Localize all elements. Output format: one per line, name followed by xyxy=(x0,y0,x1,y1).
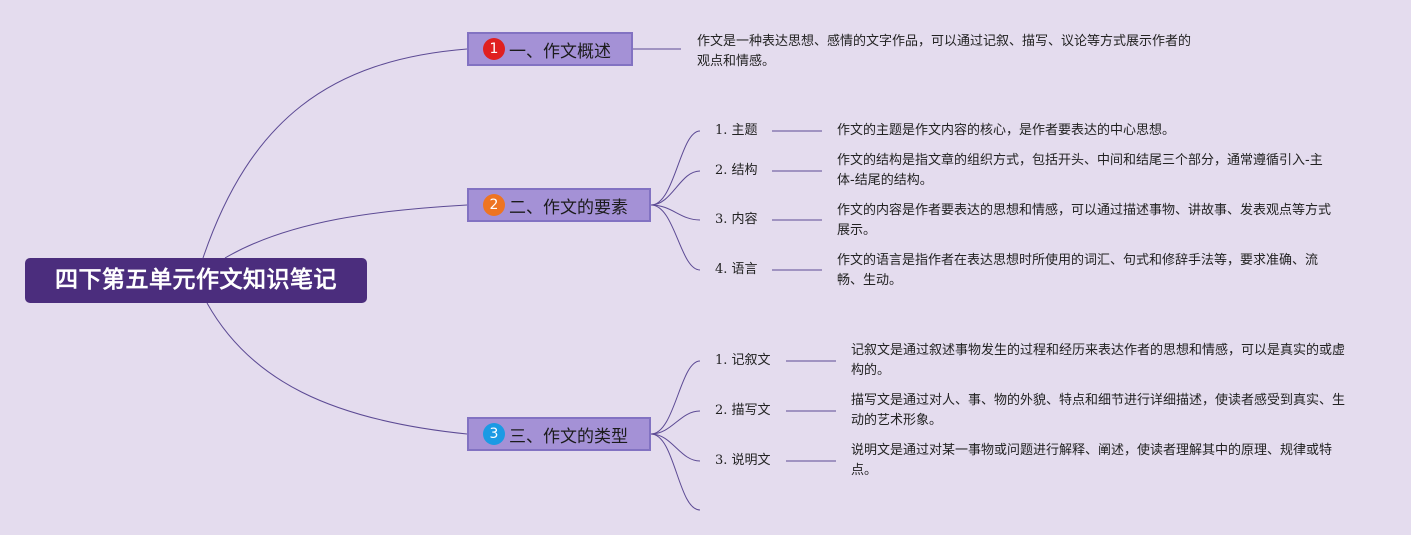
badge-number-1: 1 xyxy=(483,38,505,60)
connector-branch-2-item-3 xyxy=(650,204,701,221)
connector-root-branch-2 xyxy=(224,204,468,259)
subtopic-language[interactable]: 4. 语言 xyxy=(715,262,758,277)
connector-branch-3-item-1 xyxy=(650,360,701,435)
connector-branch-3-extra xyxy=(650,433,701,511)
subtopic-expository-description: 说明文是通过对某一事物或问题进行解释、阐述，使读者理解其中的原理、规律或特点。 xyxy=(851,443,1333,478)
subtopic-descriptive[interactable]: 2. 描写文 xyxy=(715,403,771,418)
connector-branch-2-item-1 xyxy=(650,130,701,206)
branch-node-overview[interactable]: 1 一、作文概述 xyxy=(467,32,633,66)
connector-branch-3-item-2 xyxy=(650,410,701,435)
root-node[interactable]: 四下第五单元作文知识笔记 xyxy=(25,258,367,303)
connector-branch-3-item-3 xyxy=(650,433,701,462)
subtopic-narrative-description: 记叙文是通过叙述事物发生的过程和经历来表达作者的思想和情感，可以是真实的或虚构的… xyxy=(851,343,1346,378)
subtopic-theme[interactable]: 1. 主题 xyxy=(715,123,758,138)
connector-branch-2-item-4 xyxy=(650,204,701,271)
branch-label: 一、作文概述 xyxy=(509,41,611,62)
branch-node-types[interactable]: 3 三、作文的类型 xyxy=(467,417,651,451)
subtopic-language-description: 作文的语言是指作者在表达思想时所使用的词汇、句式和修辞手法等，要求准确、流畅、生… xyxy=(837,253,1319,288)
subtopic-expository[interactable]: 3. 说明文 xyxy=(715,453,771,468)
subtopic-content-description: 作文的内容是作者要表达的思想和情感，可以通过描述事物、讲故事、发表观点等方式展示… xyxy=(837,203,1332,238)
subtopic-descriptive-description: 描写文是通过对人、事、物的外貌、特点和细节进行详细描述，使读者感受到真实、生动的… xyxy=(851,393,1346,428)
subtopic-narrative[interactable]: 1. 记叙文 xyxy=(715,353,771,368)
branch-label: 三、作文的类型 xyxy=(509,426,628,447)
subtopic-structure-description: 作文的结构是指文章的组织方式，包括开头、中间和结尾三个部分，通常遵循引入-主体-… xyxy=(837,153,1323,188)
branch-label: 二、作文的要素 xyxy=(509,197,628,218)
connector-root-branch-1 xyxy=(202,48,468,259)
subtopic-content[interactable]: 3. 内容 xyxy=(715,212,758,227)
badge-number-2: 2 xyxy=(483,194,505,216)
badge-number-3: 3 xyxy=(483,423,505,445)
branch-overview-description: 作文是一种表达思想、感情的文字作品，可以通过记叙、描写、议论等方式展示作者的观点… xyxy=(697,34,1192,69)
connector-root-branch-3 xyxy=(206,302,468,435)
subtopic-theme-description: 作文的主题是作文内容的核心，是作者要表达的中心思想。 xyxy=(837,123,1176,138)
connector-branch-2-item-2 xyxy=(650,170,701,206)
branch-node-elements[interactable]: 2 二、作文的要素 xyxy=(467,188,651,222)
subtopic-structure[interactable]: 2. 结构 xyxy=(715,163,758,178)
